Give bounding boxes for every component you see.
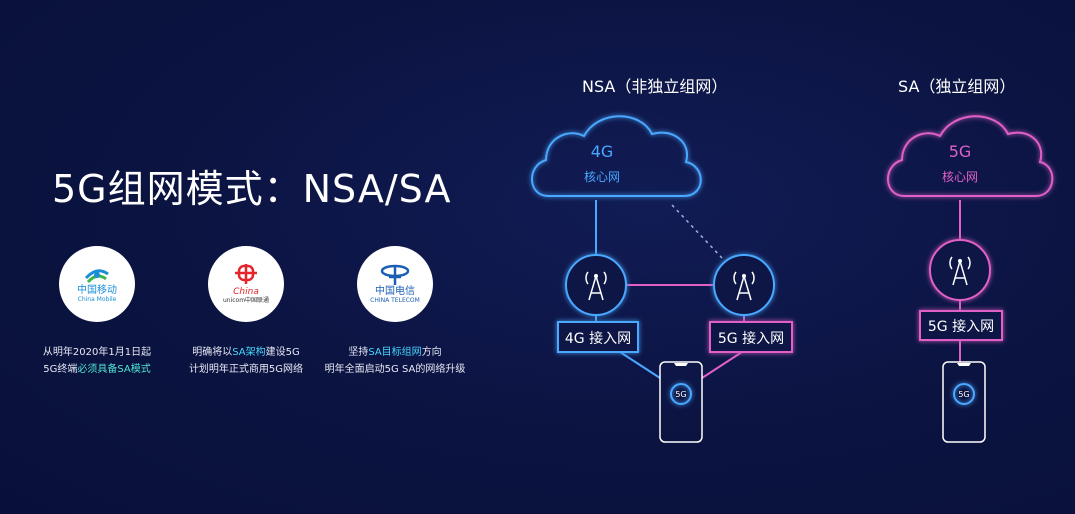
china-telecom-logo: 中国电信 CHINA TELECOM — [357, 246, 433, 322]
china-telecom-caption: 坚持SA目标组网方向 明年全面启动5G SA的网络升级 — [310, 344, 480, 378]
page-title: 5G组网模式：NSA/SA — [52, 167, 452, 211]
nsa-core-cloud — [531, 115, 702, 197]
sa-core-cloud — [887, 115, 1054, 197]
caption-highlight: SA架构 — [232, 347, 266, 358]
nsa-4g-access-box — [557, 321, 639, 353]
china-mobile-emblem-icon — [84, 269, 109, 284]
caption-text: 坚持 — [348, 347, 369, 358]
china-unicom-sub: unicom中国联通 — [222, 297, 270, 304]
caption-text: 建设5G — [265, 347, 300, 358]
china-unicom-name: China — [233, 287, 259, 297]
caption-text: 方向 — [421, 347, 442, 358]
nsa-core-label: 核心网 — [584, 170, 620, 184]
nsa-5g-tower-icon — [713, 254, 775, 316]
sa-phone-badge: 5G — [958, 390, 969, 399]
caption-highlight: 必须具备SA模式 — [77, 364, 151, 375]
caption-line: 计划明年正式商用5G网络 — [188, 364, 304, 375]
china-unicom-knot-icon — [235, 264, 257, 284]
nsa-4g-tower-icon — [565, 254, 627, 316]
4g-access-to-phone-link — [619, 351, 661, 379]
caption-line: 明确将以SA架构建设5G — [161, 344, 331, 361]
caption-line: 从明年2020年1月1日起 — [42, 347, 152, 358]
nsa-phone-badge: 5G — [675, 390, 686, 399]
china-mobile-logo: 中国移动 China Mobile — [59, 246, 135, 322]
caption-line: 坚持SA目标组网方向 — [310, 344, 480, 361]
nsa-4g-access-label: 4G 接入网 — [565, 330, 631, 347]
sa-5g-access-label: 5G 接入网 — [928, 318, 994, 335]
sa-core-gen: 5G — [949, 142, 972, 161]
sa-5g-access-box — [919, 310, 1003, 341]
sa-heading: SA（独立组网） — [898, 77, 1016, 96]
china-telecom-name: 中国电信 — [375, 286, 415, 297]
nsa-core-gen: 4G — [591, 142, 614, 161]
sa-5g-tower-icon — [929, 239, 991, 301]
caption-line: 明年全面启动5G SA的网络升级 — [324, 364, 466, 375]
nsa-phone-icon — [659, 361, 703, 443]
caption-line: 5G终端必须具备SA模式 — [12, 361, 182, 378]
china-unicom-logo: China unicom中国联通 — [208, 246, 284, 322]
china-telecom-english: CHINA TELECOM — [370, 297, 420, 304]
china-telecom-emblem-icon — [380, 264, 410, 285]
nsa-heading: NSA（非独立组网） — [582, 77, 728, 96]
5g-access-to-phone-link — [701, 351, 743, 379]
caption-text: 明确将以 — [192, 347, 233, 358]
caption-text: 5G终端 — [43, 364, 78, 375]
sa-core-label: 核心网 — [942, 170, 978, 184]
china-mobile-english: China Mobile — [77, 296, 117, 303]
china-mobile-caption: 从明年2020年1月1日起 5G终端必须具备SA模式 — [12, 344, 182, 378]
nsa-5g-access-label: 5G 接入网 — [718, 330, 784, 347]
sa-phone-icon — [942, 361, 986, 443]
caption-highlight: SA目标组网 — [368, 347, 422, 358]
china-unicom-caption: 明确将以SA架构建设5G 计划明年正式商用5G网络 — [161, 344, 331, 378]
core-to-5g-dashed-link — [671, 204, 723, 259]
nsa-5g-access-box — [709, 321, 793, 353]
china-mobile-name: 中国移动 — [77, 285, 117, 296]
